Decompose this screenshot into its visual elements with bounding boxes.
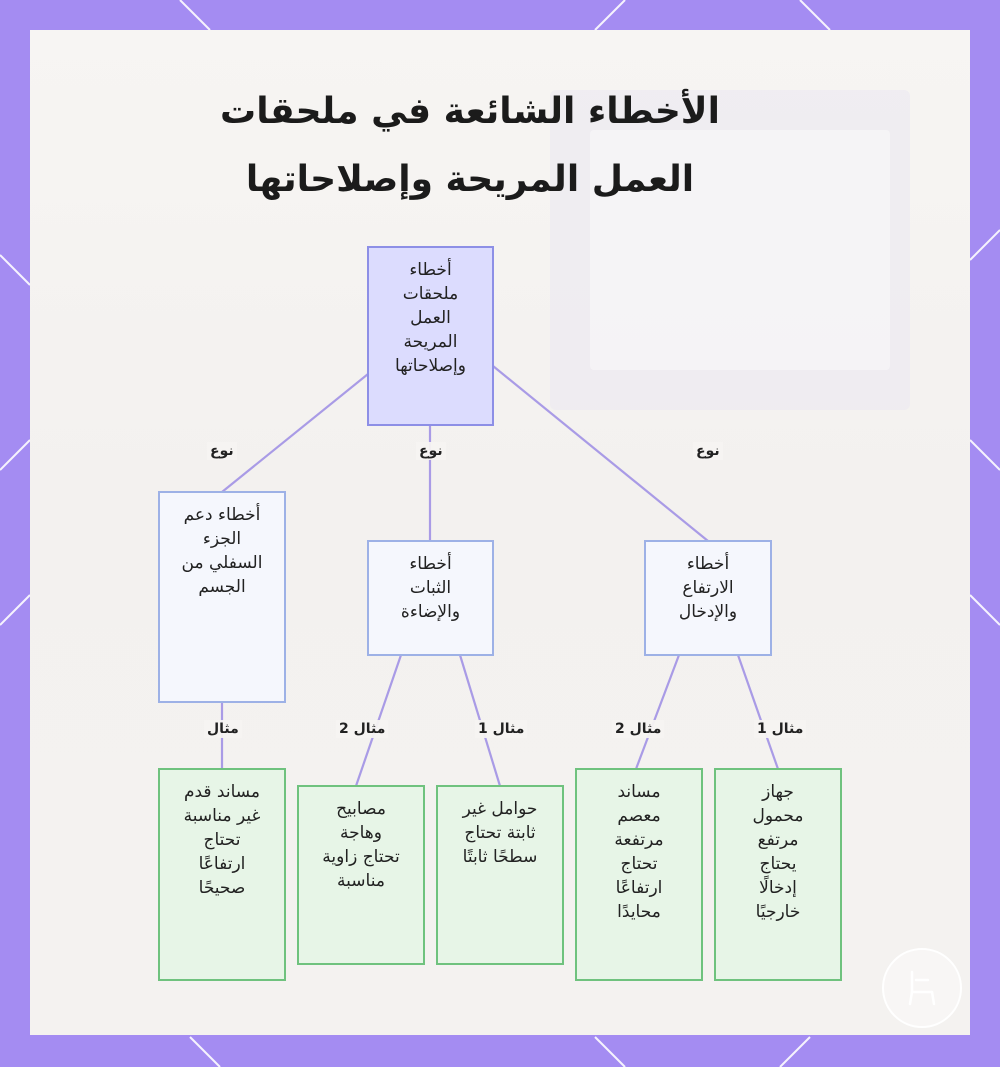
edge-label-example: مثال bbox=[204, 720, 242, 738]
node-line: تحتاج bbox=[577, 852, 701, 876]
node-line: حوامل غير bbox=[438, 797, 562, 821]
example-node-wrist-rests: مساند معصم مرتفعة تحتاج ارتفاعًا محايدًا bbox=[575, 768, 703, 981]
edge-label-type: نوع bbox=[207, 442, 237, 460]
connector-right-example-2 bbox=[636, 655, 679, 769]
category-node-lower-body: أخطاء دعم الجزء السفلي من الجسم bbox=[158, 491, 286, 703]
edge-label-example-1: مثال 1 bbox=[754, 720, 806, 738]
chair-icon bbox=[882, 948, 962, 1028]
node-line: إدخالًا bbox=[716, 876, 840, 900]
node-line: أخطاء bbox=[369, 552, 492, 576]
edge-label-example-2: مثال 2 bbox=[336, 720, 388, 738]
example-node-footrest: مساند قدم غير مناسبة تحتاج ارتفاعًا صحيح… bbox=[158, 768, 286, 981]
node-line: ثابتة تحتاج bbox=[438, 821, 562, 845]
chair-icon-glyph bbox=[900, 966, 944, 1010]
node-line: الثبات bbox=[369, 576, 492, 600]
example-node-stands: حوامل غير ثابتة تحتاج سطحًا ثابتًا bbox=[436, 785, 564, 965]
node-line: أخطاء دعم bbox=[160, 503, 284, 527]
node-line: مناسبة bbox=[299, 869, 423, 893]
node-line: الجسم bbox=[160, 575, 284, 599]
category-node-height-input: أخطاء الارتفاع والإدخال bbox=[644, 540, 772, 656]
node-line: سطحًا ثابتًا bbox=[438, 845, 562, 869]
node-line: وإصلاحاتها bbox=[369, 354, 492, 378]
node-line: جهاز bbox=[716, 780, 840, 804]
node-line: الجزء bbox=[160, 527, 284, 551]
node-line: العمل bbox=[369, 306, 492, 330]
node-line: ملحقات bbox=[369, 282, 492, 306]
edge-label-example-1: مثال 1 bbox=[475, 720, 527, 738]
node-line: يحتاج bbox=[716, 852, 840, 876]
node-line: خارجيًا bbox=[716, 900, 840, 924]
node-line: مساند bbox=[577, 780, 701, 804]
connector-right-example-1 bbox=[738, 655, 778, 769]
node-line: مساند قدم bbox=[160, 780, 284, 804]
node-line: وهاجة bbox=[299, 821, 423, 845]
node-line: الارتفاع bbox=[646, 576, 770, 600]
node-line: معصم bbox=[577, 804, 701, 828]
node-line: ارتفاعًا bbox=[577, 876, 701, 900]
node-line: محمول bbox=[716, 804, 840, 828]
node-line: تحتاج زاوية bbox=[299, 845, 423, 869]
node-line: محايدًا bbox=[577, 900, 701, 924]
edge-label-type: نوع bbox=[693, 442, 723, 460]
node-line: والإدخال bbox=[646, 600, 770, 624]
connector-root-right bbox=[493, 366, 708, 541]
node-line: السفلي من bbox=[160, 551, 284, 575]
node-line: أخطاء bbox=[646, 552, 770, 576]
node-line: تحتاج bbox=[160, 828, 284, 852]
connector-root-left bbox=[222, 374, 368, 492]
root-node: أخطاء ملحقات العمل المريحة وإصلاحاتها bbox=[367, 246, 494, 426]
category-node-stability-lighting: أخطاء الثبات والإضاءة bbox=[367, 540, 494, 656]
example-node-laptop: جهاز محمول مرتفع يحتاج إدخالًا خارجيًا bbox=[714, 768, 842, 981]
node-line: ارتفاعًا bbox=[160, 852, 284, 876]
node-line: والإضاءة bbox=[369, 600, 492, 624]
node-line: مصابيح bbox=[299, 797, 423, 821]
edge-label-type: نوع bbox=[416, 442, 446, 460]
node-line: مرتفع bbox=[716, 828, 840, 852]
example-node-lamps: مصابيح وهاجة تحتاج زاوية مناسبة bbox=[297, 785, 425, 965]
node-line: غير مناسبة bbox=[160, 804, 284, 828]
node-line: مرتفعة bbox=[577, 828, 701, 852]
edge-label-example-2: مثال 2 bbox=[612, 720, 664, 738]
node-line: المريحة bbox=[369, 330, 492, 354]
node-line: أخطاء bbox=[369, 258, 492, 282]
node-line: صحيحًا bbox=[160, 876, 284, 900]
